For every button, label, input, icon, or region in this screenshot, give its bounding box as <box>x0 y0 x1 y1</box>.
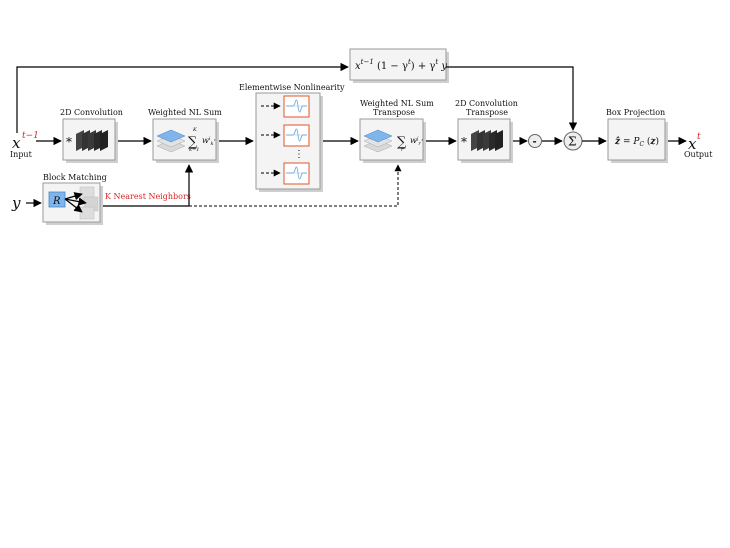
nonlinearity-unit-3 <box>261 162 310 185</box>
input-y-symbol: y <box>11 194 21 212</box>
weighted-nl-sum-block: Weighted NL Sum ∑ K k=1 wik· <box>148 108 222 163</box>
input-label: Input <box>10 150 33 159</box>
output-x-symbol: x <box>688 135 697 153</box>
conv2d-title: 2D Convolution <box>60 108 123 117</box>
box-projection-title: Box Projection <box>606 108 665 117</box>
top-formula-sup: t−1 <box>361 58 374 66</box>
nonlinearity-block: Elementwise Nonlinearity ⋮ <box>239 83 345 192</box>
wnl-sum-t-weight: wjr· <box>410 136 423 147</box>
box-projection-block: Box Projection ẑ = PC (z) <box>606 108 668 163</box>
output-x: x t Output <box>684 132 713 159</box>
knn-label: K Nearest Neighbors <box>105 192 191 201</box>
sum-symbol: Σ <box>568 135 576 149</box>
svg-text:xt−1 (1 − γt) + γt y: xt−1 (1 − γt) + γt y <box>355 58 447 72</box>
output-label: Output <box>684 150 713 159</box>
minus-sign: - <box>533 137 537 148</box>
nonlinearity-unit-1 <box>261 95 310 118</box>
top-formula-x: x <box>355 61 361 72</box>
nonlinearity-title: Elementwise Nonlinearity <box>239 83 345 92</box>
filter-stack-t-icon <box>471 130 503 151</box>
weighted-nl-sum-transpose-block: Weighted NL Sum Transpose ∑ r wjr· <box>359 99 434 163</box>
wnl-sum-t-title-1: Weighted NL Sum <box>360 99 434 108</box>
wnl-sum-weight: wik· <box>202 136 216 147</box>
conv2d-t-title-2: Transpose <box>466 108 508 117</box>
block-matching-block: Block Matching R <box>42 173 107 225</box>
wnl-sum-t-sigma: ∑ <box>397 135 407 150</box>
wnl-sum-sigma: ∑ <box>188 135 198 150</box>
wnl-sum-lower: k=1 <box>189 147 199 153</box>
projection-formula: ẑ = PC (z) <box>614 136 659 148</box>
patch-stack-icon <box>156 129 186 153</box>
block-r-label: R <box>52 196 61 207</box>
wnl-sum-t-lower: r <box>401 147 404 153</box>
filter-stack-icon <box>76 130 108 151</box>
input-x-prev: x t−1 Input <box>10 131 39 159</box>
nonlinearity-unit-2 <box>261 124 310 147</box>
update-formula-block: xt−1 (1 − γt) + γt y <box>349 48 449 83</box>
input-x-superscript: t−1 <box>22 131 39 141</box>
conv-t-star: * <box>461 135 467 149</box>
wnl-sum-upper: K <box>192 127 197 133</box>
conv2d-block: 2D Convolution * <box>60 108 123 163</box>
wnl-sum-title: Weighted NL Sum <box>148 108 222 117</box>
wnl-sum-t-title-2: Transpose <box>373 108 415 117</box>
conv2d-t-title-1: 2D Convolution <box>455 99 518 108</box>
output-x-superscript: t <box>697 132 701 142</box>
minus-node: - <box>528 134 542 148</box>
input-x-symbol: x <box>12 134 21 152</box>
block-matching-title: Block Matching <box>43 173 107 182</box>
sum-node: Σ <box>563 131 583 151</box>
connections <box>16 62 687 208</box>
nonlinearity-vdots: ⋮ <box>294 149 304 160</box>
conv-star: * <box>66 135 72 149</box>
patch-stack-t-icon <box>363 129 393 153</box>
conv2d-transpose-block: 2D Convolution Transpose * <box>455 99 518 163</box>
